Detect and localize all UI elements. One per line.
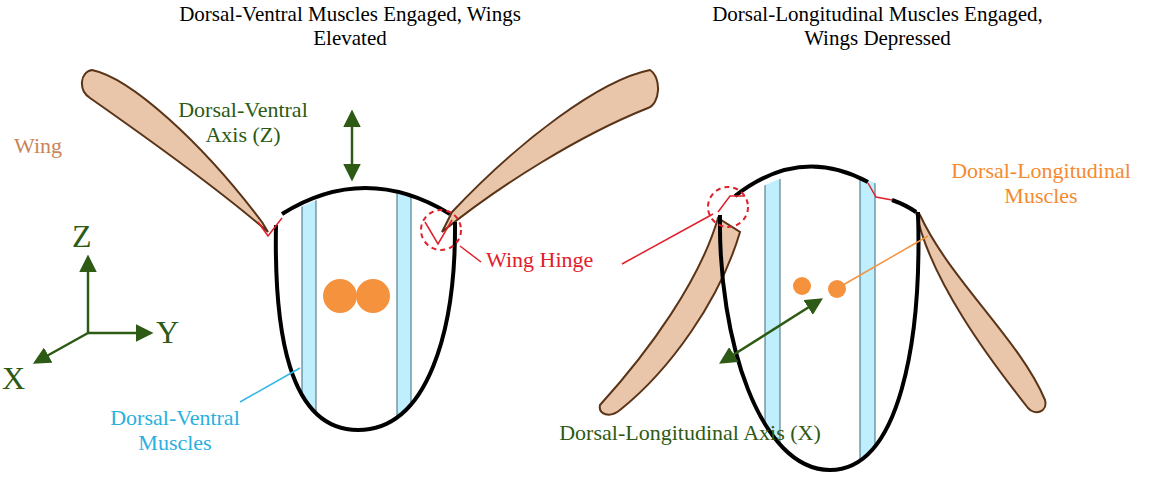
axis-label: Dorsal-Ventral Axis (Z) xyxy=(168,97,318,148)
part-name: Dorsal-Ventral Muscles xyxy=(90,405,260,456)
axis-label: Dorsal-Longitudinal Axis (X) xyxy=(555,420,825,445)
part-name: Wing Hinge xyxy=(486,247,593,272)
axis-letter: X xyxy=(2,360,25,397)
axis-letter: Z xyxy=(72,218,92,255)
panel-heading: Dorsal-Longitudinal Muscles Engaged, Win… xyxy=(690,2,1065,50)
panel-heading: Dorsal-Ventral Muscles Engaged, Wings El… xyxy=(165,2,535,50)
part-name: Dorsal-Longitudinal Muscles xyxy=(926,158,1156,209)
axis-letter: Y xyxy=(156,314,179,351)
part-name: Wing xyxy=(14,133,62,158)
